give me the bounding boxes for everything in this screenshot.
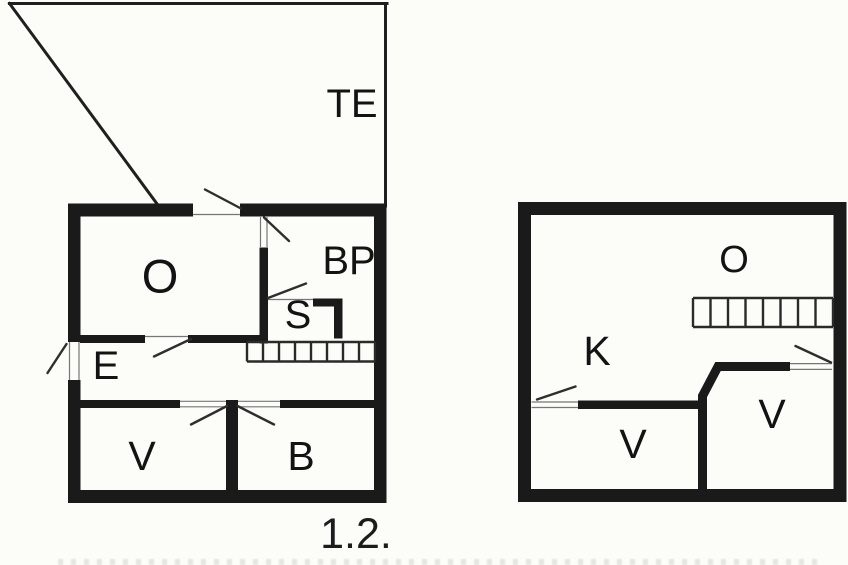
exterior-wall-top-right-segment (240, 203, 387, 217)
wall-o-bp (259, 247, 268, 344)
exterior-wall-left-upper (68, 203, 81, 342)
exterior-wall-top-left-segment (68, 203, 193, 217)
room-label-e: E (93, 344, 120, 388)
front-door-opening (68, 342, 80, 380)
b-door-swing (236, 404, 276, 426)
b-door-opening (238, 400, 280, 408)
terrace-door-swing (203, 188, 243, 210)
s-door-swing (266, 282, 308, 300)
room-label-v2l: V (619, 421, 647, 467)
cropped-text-remnant (58, 559, 820, 565)
room-label-k: K (583, 328, 610, 374)
exterior-wall-bottom-2 (518, 489, 847, 502)
stairs-first-floor (245, 340, 377, 363)
room-label-o1: O (142, 250, 179, 303)
room-label-v2r: V (758, 391, 786, 437)
wall-s-right (334, 298, 343, 339)
room-label-bp: BP (322, 239, 375, 283)
wall-e-v-left (80, 400, 180, 408)
wall-e-b-right (280, 400, 374, 408)
plan-caption: 1.2. (320, 510, 392, 558)
exterior-wall-left-lower (68, 380, 81, 503)
v-door-opening (180, 400, 226, 408)
v-door-swing (189, 404, 229, 426)
wall-o-e-left (80, 335, 145, 343)
e-door-swing (152, 337, 193, 358)
wall-o-e-right (188, 335, 266, 343)
exterior-wall-right-2 (833, 202, 847, 502)
stairs-second-floor (691, 296, 835, 329)
exterior-wall-left-2 (518, 202, 531, 502)
first-floor-plan: TE O BP S E V B (7, 1, 389, 503)
exterior-wall-top-2 (518, 202, 847, 215)
bp-door-swing (262, 216, 291, 243)
room-label-te: TE (326, 82, 377, 126)
room-label-b: B (287, 433, 314, 479)
wall-s-top (313, 298, 343, 307)
k-door-swing (535, 385, 577, 401)
room-label-s: S (285, 293, 312, 337)
second-floor-plan: O K V V (518, 202, 847, 502)
room-label-v1: V (128, 433, 156, 479)
wall-k-v (578, 400, 704, 409)
exterior-wall-bottom (68, 490, 387, 503)
wall-v-b-divider (226, 400, 238, 491)
v-right-door-swing (794, 344, 833, 364)
v-right-door-opening (790, 363, 832, 370)
front-door-swing (46, 342, 68, 375)
k-door-opening (531, 401, 578, 409)
terrace-wall-diagonal (7, 1, 162, 209)
exterior-wall-right (374, 203, 387, 503)
wall-v-right-angled (698, 362, 790, 493)
bp-door-opening (259, 217, 268, 247)
room-label-o2: O (719, 239, 749, 281)
